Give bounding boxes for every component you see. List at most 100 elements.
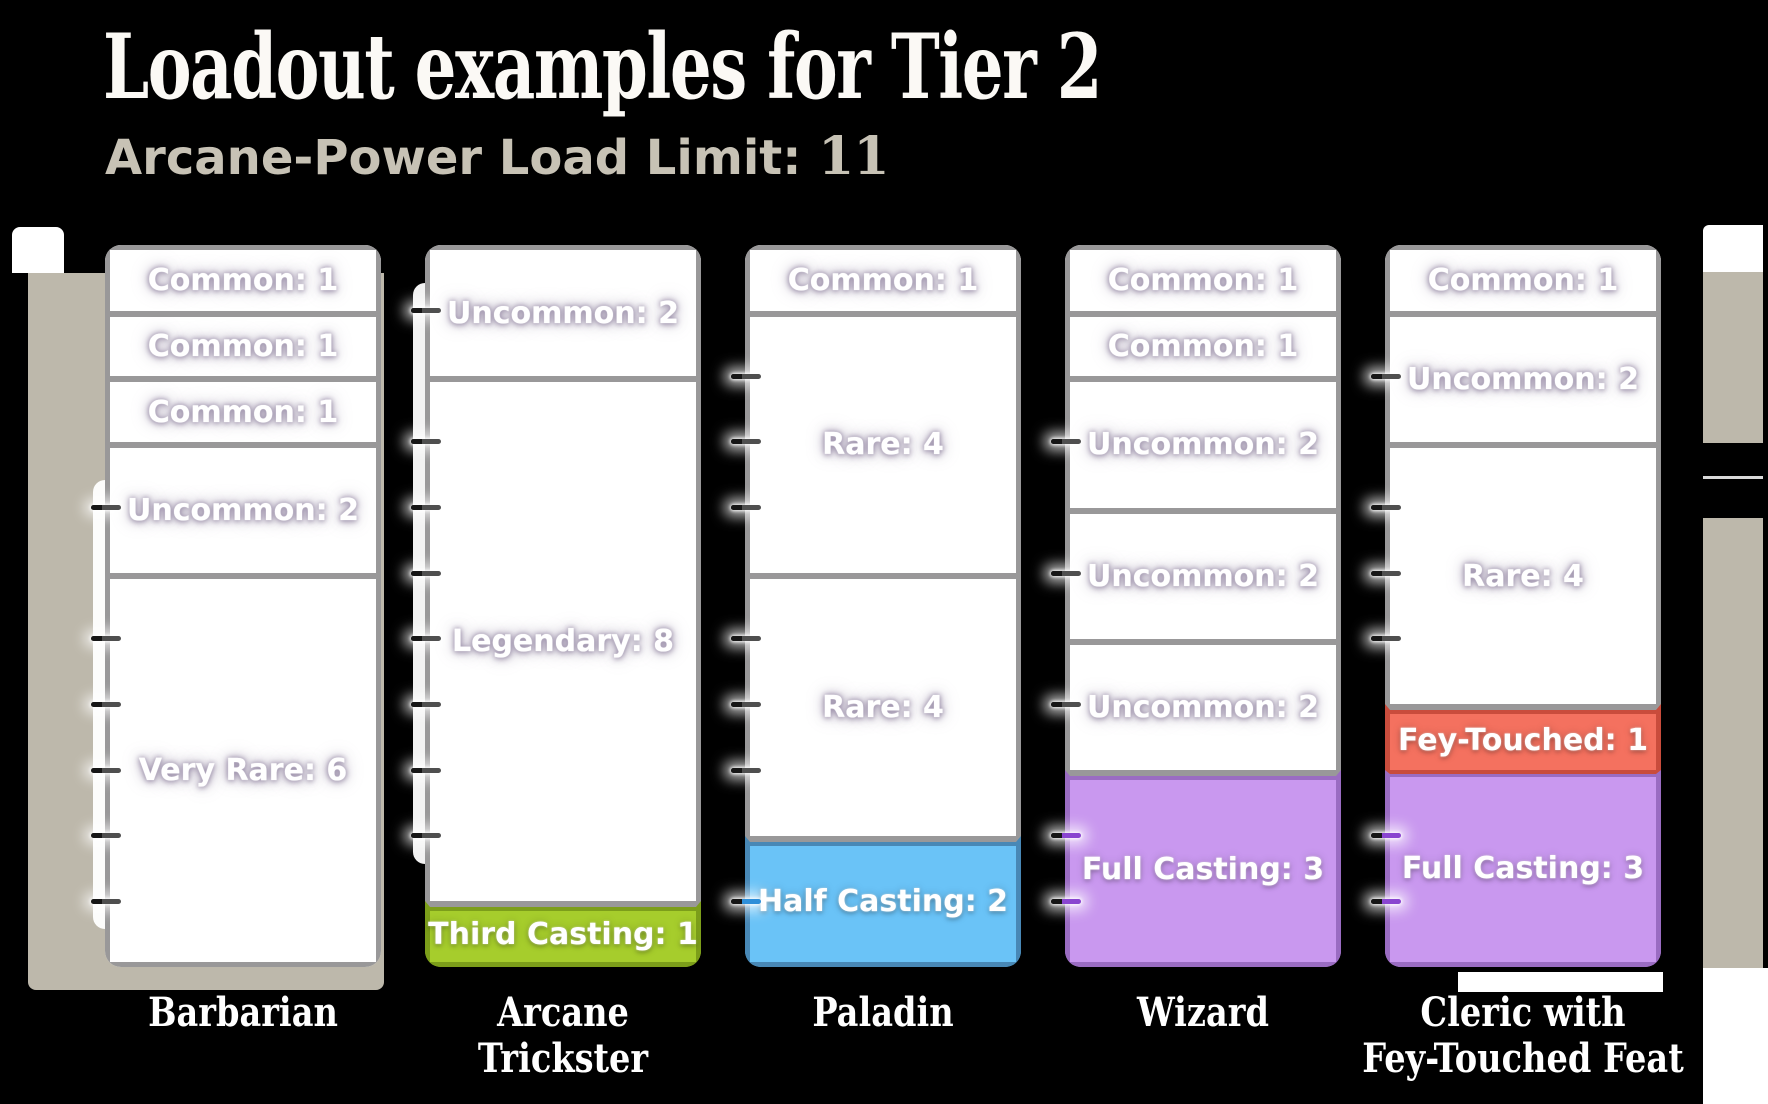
unit-tick [411, 505, 441, 511]
bar-segment-legendary: Legendary: 8 [425, 376, 701, 902]
unit-tick [1371, 373, 1401, 379]
unit-tick [731, 701, 761, 707]
unit-tick [1371, 636, 1401, 642]
decor-right-beige-fragment-top [1703, 272, 1763, 443]
segment-label: Common: 1 [147, 394, 339, 430]
segment-label: Uncommon: 2 [1087, 558, 1319, 594]
segment-label: Common: 1 [787, 262, 979, 298]
bar-segment-uncommon: Uncommon: 2 [105, 441, 381, 574]
segment-label: Uncommon: 2 [1407, 361, 1639, 397]
segment-label: Very Rare: 6 [138, 753, 348, 789]
column-label: Wizard [1137, 989, 1269, 1036]
unit-tick [411, 570, 441, 576]
bar-segment-uncommon: Uncommon: 2 [425, 245, 701, 377]
unit-tick [731, 439, 761, 445]
segment-label: Full Casting: 3 [1401, 850, 1645, 886]
unit-tick [1371, 833, 1401, 839]
bar-segment-rare: Rare: 4 [1385, 441, 1661, 705]
bar-column-barbarian: Common: 1 Common: 1 Common: 1 Uncommon: 2 Ve… [91, 245, 381, 1036]
decor-right-white-fragment-bottom [1703, 968, 1768, 1104]
bar-segment-rare: Rare: 4 [745, 573, 1021, 836]
unit-tick [91, 767, 121, 773]
unit-tick [411, 767, 441, 773]
unit-tick [731, 373, 761, 379]
stacked-bar: Common: 1 Uncommon: 2 Rare: 4 Fey-Touched: … [1385, 245, 1661, 967]
segment-label: Common: 1 [1107, 262, 1299, 298]
segment-label: Uncommon: 2 [1087, 427, 1319, 463]
unit-tick [411, 439, 441, 445]
unit-tick [731, 505, 761, 511]
bar-column-arcane-trickster: Uncommon: 2 Legendary: 8 Third Casting: 1 A… [411, 245, 701, 1082]
unit-tick [1371, 570, 1401, 576]
segment-label: Half Casting: 2 [757, 884, 1009, 920]
unit-tick [731, 767, 761, 773]
unit-tick [91, 833, 121, 839]
decor-bar5-shadow-sliver [1458, 972, 1663, 992]
bar-column-wizard: Common: 1 Common: 1 Uncommon: 2 Uncommon: 2… [1051, 245, 1341, 1036]
column-label: Barbarian [148, 989, 338, 1036]
unit-tick [91, 898, 121, 904]
bar-column-cleric-with-fey-touched-feat: Common: 1 Uncommon: 2 Rare: 4 Fey-Touched: … [1362, 245, 1684, 1082]
unit-tick [1051, 439, 1081, 445]
decor-right-beige-fragment-bottom [1703, 518, 1763, 968]
bar-segment-very-rare: Very Rare: 6 [105, 573, 381, 967]
unit-tick [411, 833, 441, 839]
segment-label: Rare: 4 [822, 689, 944, 725]
column-label: Cleric with Fey-Touched Feat [1362, 989, 1684, 1082]
bar-column-paladin: Common: 1 Rare: 4 Rare: 4 Half Casting: 2 Pa… [731, 245, 1021, 1036]
segment-label: Rare: 4 [822, 427, 944, 463]
unit-tick [731, 636, 761, 642]
segment-label: Uncommon: 2 [127, 493, 359, 528]
bar-segment-half-casting: Half Casting: 2 [745, 835, 1021, 967]
unit-tick [1371, 505, 1401, 511]
segment-label: Common: 1 [1427, 262, 1619, 298]
unit-tick [731, 898, 761, 904]
stacked-bar: Uncommon: 2 Legendary: 8 Third Casting: 1 [425, 245, 701, 967]
decor-right-separator-line [1703, 476, 1763, 479]
bar-segment-uncommon: Uncommon: 2 [1385, 310, 1661, 442]
segment-label: Full Casting: 3 [1081, 851, 1325, 887]
segment-label: Rare: 4 [1462, 558, 1584, 594]
page-title: Loadout examples for Tier 2 [103, 14, 1102, 120]
bar-segment-full-casting: Full Casting: 3 [1065, 770, 1341, 967]
column-label: Arcane Trickster [477, 989, 649, 1082]
bar-segment-common: Common: 1 [105, 310, 381, 377]
segment-label: Legendary: 8 [451, 624, 675, 660]
segment-label: Common: 1 [147, 262, 339, 298]
bar-segment-uncommon: Uncommon: 2 [1065, 638, 1341, 771]
bar-segment-common: Common: 1 [105, 376, 381, 442]
bar-segment-third-casting: Third Casting: 1 [425, 901, 701, 967]
decor-left-white-fragment [12, 227, 64, 273]
unit-tick [91, 636, 121, 642]
stacked-bar: Common: 1 Rare: 4 Rare: 4 Half Casting: 2 [745, 245, 1021, 967]
segment-label: Third Casting: 1 [428, 917, 698, 953]
stacked-bar: Common: 1 Common: 1 Uncommon: 2 Uncommon: 2… [1065, 245, 1341, 967]
segment-label: Uncommon: 2 [447, 295, 679, 331]
bar-segment-common: Common: 1 [105, 245, 381, 311]
bar-segment-uncommon: Uncommon: 2 [1065, 507, 1341, 639]
bar-segment-common: Common: 1 [745, 245, 1021, 311]
unit-tick [91, 505, 121, 511]
column-label: Paladin [812, 989, 954, 1036]
bar-segment-common: Common: 1 [1385, 245, 1661, 311]
bar-segment-rare: Rare: 4 [745, 310, 1021, 574]
segment-label: Fey-Touched: 1 [1398, 722, 1648, 758]
segment-label: Uncommon: 2 [1087, 689, 1319, 725]
bar-segment-uncommon: Uncommon: 2 [1065, 376, 1341, 508]
stacked-bar: Common: 1 Common: 1 Common: 1 Uncommon: 2 Ve… [105, 245, 381, 967]
unit-tick [1051, 898, 1081, 904]
bar-segment-common: Common: 1 [1065, 245, 1341, 311]
segment-label: Common: 1 [1107, 328, 1299, 364]
decor-right-white-fragment-top [1703, 225, 1763, 272]
load-limit-label: Arcane-Power Load Limit: [105, 130, 819, 186]
unit-tick [1371, 898, 1401, 904]
unit-tick [1051, 701, 1081, 707]
load-limit-value: 11 [818, 126, 889, 187]
unit-tick [411, 308, 441, 314]
unit-tick [1051, 833, 1081, 839]
unit-tick [411, 636, 441, 642]
unit-tick [1051, 570, 1081, 576]
bar-segment-fey-touched: Fey-Touched: 1 [1385, 704, 1661, 771]
